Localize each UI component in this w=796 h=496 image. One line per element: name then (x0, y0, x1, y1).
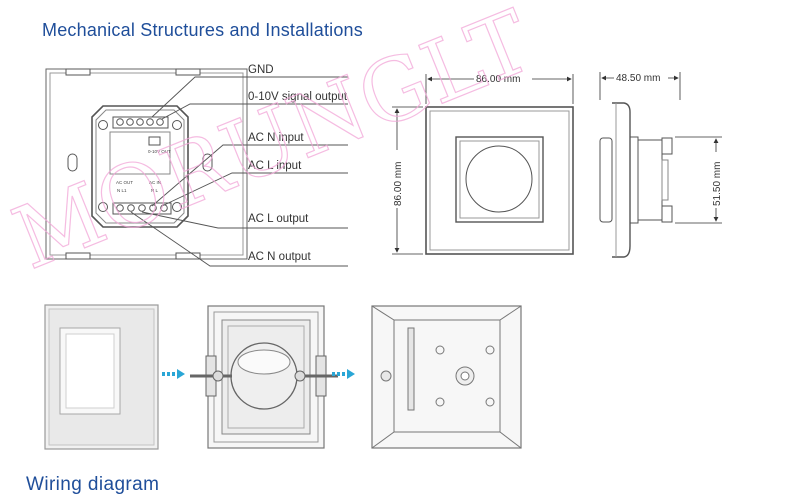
dim-back-height: 51.50 mm (712, 162, 723, 206)
module-ac-in-label: AC IN (149, 180, 161, 185)
front-view-drawing (425, 106, 574, 255)
dim-front-width: 86.00 mm (476, 74, 520, 85)
label-gnd: GND (248, 64, 274, 76)
label-signal-output: 0-10V signal output (248, 91, 348, 103)
installation-wall-box (371, 305, 522, 449)
back-view-drawing (45, 68, 248, 260)
module-ac-out-label: AC OUT (116, 180, 133, 185)
module-top-terminal-label: 0-10V OUT (148, 149, 171, 154)
side-dimension-lines (599, 72, 722, 224)
side-view-drawing (599, 102, 673, 258)
dim-depth: 48.50 mm (616, 73, 660, 84)
label-ac-l-input: AC L input (248, 160, 302, 172)
module-out-pins-label: N L1 (117, 188, 127, 193)
section-title: Mechanical Structures and Installations (42, 20, 363, 40)
label-ac-l-output: AC L output (248, 213, 309, 225)
label-ac-n-output: AC N output (248, 251, 311, 263)
installation-arrow-icon (162, 369, 185, 379)
watermark: MORUNGLT (0, 0, 545, 289)
wiring-diagram-title: Wiring diagram (26, 474, 160, 495)
label-ac-n-input: AC N input (248, 132, 304, 144)
module-in-pins-label: N L (151, 188, 159, 193)
installation-arrow-icon (332, 369, 355, 379)
leader-lines (130, 76, 348, 267)
dim-front-height: 86.00 mm (393, 162, 404, 206)
installation-cover-panel (44, 304, 159, 450)
installation-dimmer-mechanism (190, 305, 338, 449)
